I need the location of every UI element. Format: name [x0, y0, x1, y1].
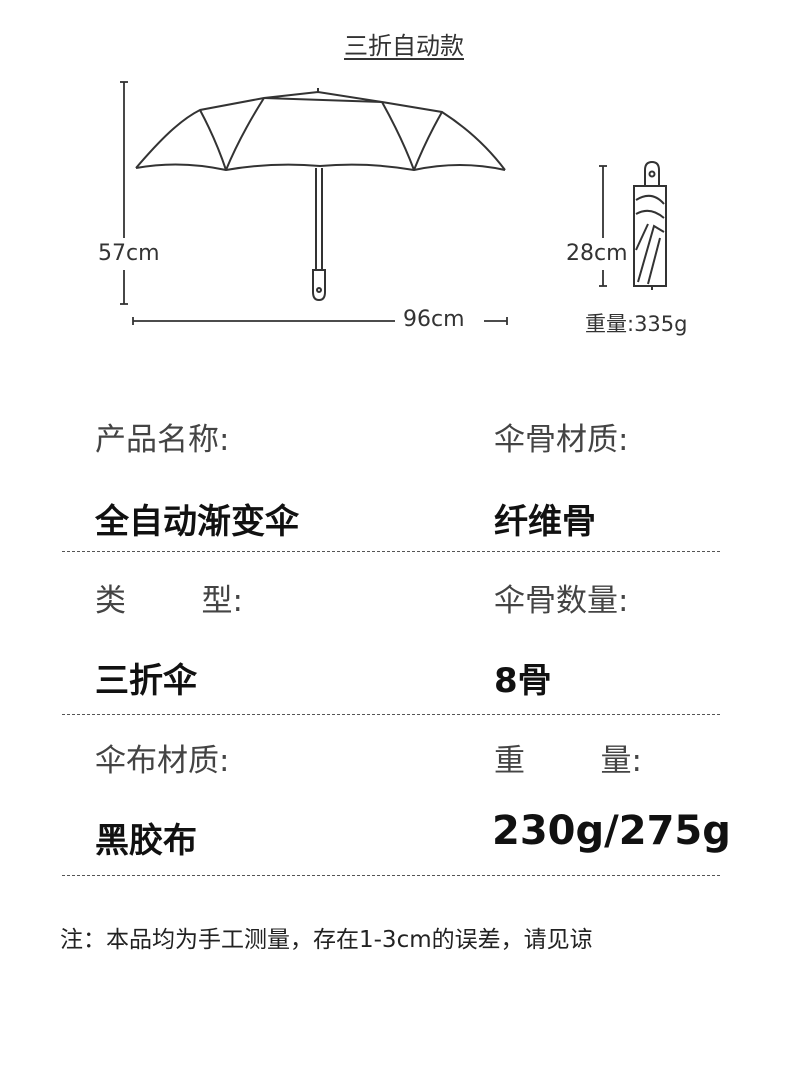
- weight-label-right: 量:: [600, 743, 642, 779]
- page-title: 三折自动款: [344, 32, 464, 60]
- type-label: 类 型:: [95, 575, 243, 620]
- fabric-value: 黑胶布: [95, 821, 197, 861]
- weight-label: 重 量:: [494, 735, 642, 780]
- height-bracket: [120, 81, 128, 305]
- open-umbrella-icon: [135, 88, 506, 302]
- folded-umbrella-icon: [633, 160, 667, 290]
- fabric-label: 伞布材质:: [95, 743, 230, 779]
- measurement-note: 注：本品均为手工测量，存在1-3cm的误差，请见谅: [60, 927, 593, 953]
- folded-length-label: 28cm: [566, 241, 628, 266]
- row-divider: [62, 714, 720, 715]
- rib-material-value: 纤维骨: [494, 502, 596, 542]
- weight-label-left: 重: [494, 743, 525, 779]
- type-label-right: 型:: [201, 583, 243, 619]
- row-divider: [62, 875, 720, 876]
- open-height-label: 57cm: [98, 241, 160, 266]
- folded-weight-label: 重量:335g: [585, 312, 688, 336]
- weight-value: 230g/275g: [492, 808, 731, 854]
- row-divider: [62, 551, 720, 552]
- type-value: 三折伞: [95, 661, 197, 701]
- width-bracket: [132, 317, 508, 325]
- product-name-value: 全自动渐变伞: [95, 502, 299, 542]
- rib-count-value: 8骨: [494, 661, 552, 701]
- rib-material-label: 伞骨材质:: [494, 422, 629, 458]
- open-width-label: 96cm: [403, 307, 465, 332]
- rib-count-label: 伞骨数量:: [494, 583, 629, 619]
- folded-bracket: [599, 165, 607, 287]
- umbrella-diagram: [120, 81, 667, 325]
- product-name-label: 产品名称:: [95, 422, 230, 458]
- type-label-left: 类: [95, 583, 126, 619]
